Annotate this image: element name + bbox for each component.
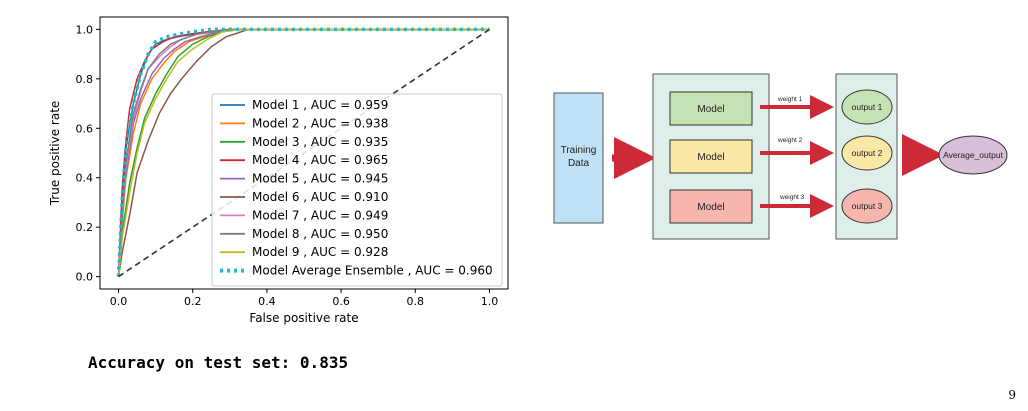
plot-frame bbox=[99, 16, 509, 290]
roc-chart: 0.0 0.2 0.4 0.6 0.8 1.0 0.0 0.2 0.4 0.6 0.8 1.0Fals… bbox=[48, 16, 509, 325]
legend-entry: Model 2 , AUC = 0.938 bbox=[252, 116, 388, 130]
output-node-3 bbox=[841, 188, 893, 224]
model-label-3: Model bbox=[697, 202, 724, 213]
x-tick-label: 1.0 bbox=[481, 295, 499, 308]
ensemble-roc-line bbox=[116, 27, 490, 277]
legend-entry: Model 1 , AUC = 0.959 bbox=[252, 98, 388, 112]
legend-entry: Model 5 , AUC = 0.945 bbox=[252, 172, 388, 186]
legend-entry: Model 8 , AUC = 0.950 bbox=[252, 227, 388, 241]
y-tick-label: 0.8 bbox=[76, 73, 94, 86]
y-tick-label: 0.0 bbox=[76, 271, 94, 284]
legend-entry: Model 6 , AUC = 0.910 bbox=[252, 190, 388, 204]
legend-entry: Model 7 , AUC = 0.949 bbox=[252, 208, 388, 222]
output-label-3: output 3 bbox=[852, 201, 883, 211]
y-tick-label: 0.2 bbox=[76, 221, 94, 234]
model-box-3 bbox=[669, 189, 753, 224]
output-node-1 bbox=[841, 89, 893, 125]
x-tick-label: 0.6 bbox=[332, 295, 350, 308]
model-box-2 bbox=[669, 139, 753, 174]
x-tick-label: 0.4 bbox=[258, 295, 276, 308]
average-output-node bbox=[938, 135, 1008, 175]
x-tick-label: 0.8 bbox=[407, 295, 425, 308]
model-label-2: Model bbox=[697, 152, 724, 163]
model-box-1 bbox=[669, 91, 753, 126]
x-axis-label: False positive rate bbox=[249, 311, 358, 325]
output-label-1: output 1 bbox=[852, 102, 883, 112]
model-label-1: Model bbox=[697, 104, 724, 115]
y-tick-label: 1.0 bbox=[76, 23, 94, 36]
y-axis-label: True positive rate bbox=[48, 101, 62, 207]
roc-line-model-9 bbox=[117, 28, 490, 277]
roc-line-model-6 bbox=[117, 28, 490, 277]
legend-box bbox=[211, 93, 503, 287]
accuracy-text: Accuracy on test set: 0.835 bbox=[88, 353, 349, 372]
weight-label-2: weight 2 bbox=[777, 137, 803, 144]
legend-entry: Model 4 , AUC = 0.965 bbox=[252, 153, 388, 167]
legend-entry: Model 9 , AUC = 0.928 bbox=[252, 245, 388, 259]
training-data-label-line1: Training bbox=[561, 145, 597, 156]
ensemble-diagram: Training Data Model Model Model weight 1… bbox=[553, 73, 1008, 240]
x-tick-label: 0.2 bbox=[184, 295, 202, 308]
legend-entry: Model Average Ensemble , AUC = 0.960 bbox=[252, 264, 493, 278]
training-data-label-line2: Data bbox=[568, 158, 590, 169]
x-tick-label: 0.0 bbox=[110, 295, 128, 308]
page-number: 9 bbox=[1008, 388, 1016, 402]
roc-axes: 0.0 0.2 0.4 0.6 0.8 1.0 0.0 0.2 0.4 0.6 0.8 1.0Fals… bbox=[48, 16, 509, 325]
average-output-label: Average_output bbox=[943, 150, 1004, 160]
output-node-2 bbox=[841, 135, 893, 171]
y-tick-label: 0.6 bbox=[76, 122, 94, 135]
weight-label-3: weight 3 bbox=[779, 194, 805, 201]
legend-entry: Model 3 , AUC = 0.935 bbox=[252, 135, 388, 149]
training-data-box bbox=[553, 92, 604, 224]
weight-label-1: weight 1 bbox=[777, 96, 803, 103]
y-tick-label: 0.4 bbox=[76, 172, 94, 185]
output-label-2: output 2 bbox=[852, 148, 883, 158]
